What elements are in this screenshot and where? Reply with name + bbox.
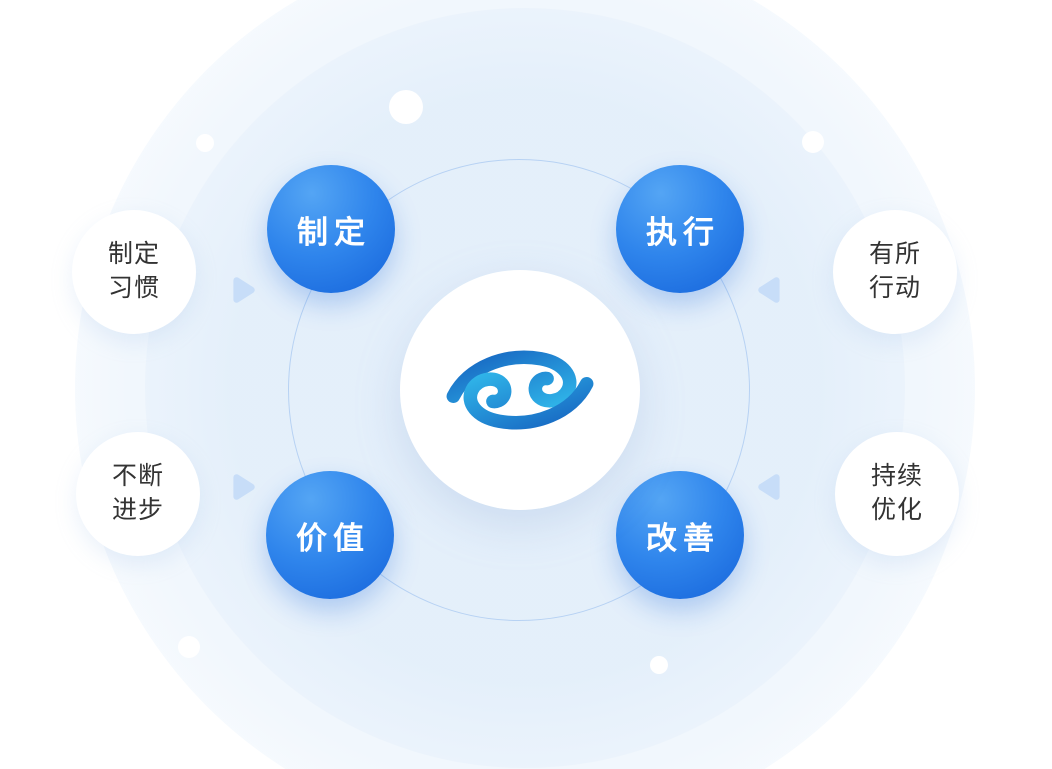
brand-logo-icon (446, 350, 594, 430)
side-label-line: 优化 (870, 496, 923, 524)
side-label-line: 有所 (868, 240, 921, 269)
side-label-line: 习惯 (107, 274, 160, 302)
node-formulate: 制定 (267, 165, 395, 293)
arrow-left-icon (758, 277, 780, 303)
label-build-habit: 制定 习惯 (72, 210, 196, 334)
side-label-line: 行动 (868, 274, 921, 302)
arrow-right-icon (233, 277, 255, 303)
label-keep-improving: 不断 进步 (76, 432, 200, 556)
side-label-line: 持续 (870, 462, 923, 491)
node-improve: 改善 (616, 471, 744, 599)
node-execute: 执行 (616, 165, 744, 293)
arrow-right-icon (233, 474, 255, 500)
node-label: 价值 (296, 520, 370, 556)
decor-dot (389, 90, 423, 124)
arrow-left-icon (758, 474, 780, 500)
node-value: 价值 (266, 471, 394, 599)
decor-dot (650, 656, 668, 674)
label-take-action: 有所 行动 (833, 210, 957, 334)
side-label-line: 进步 (111, 496, 164, 524)
node-label: 制定 (297, 214, 371, 250)
decor-dot (802, 131, 824, 153)
node-label: 执行 (646, 214, 720, 250)
side-label-line: 不断 (111, 462, 164, 491)
decor-dot (196, 134, 214, 152)
cycle-ring (288, 159, 750, 621)
decor-dot (178, 636, 200, 658)
node-label: 改善 (646, 520, 720, 556)
center-circle (400, 270, 640, 510)
label-continuous-optimization: 持续 优化 (835, 432, 959, 556)
side-label-line: 制定 (107, 240, 160, 269)
